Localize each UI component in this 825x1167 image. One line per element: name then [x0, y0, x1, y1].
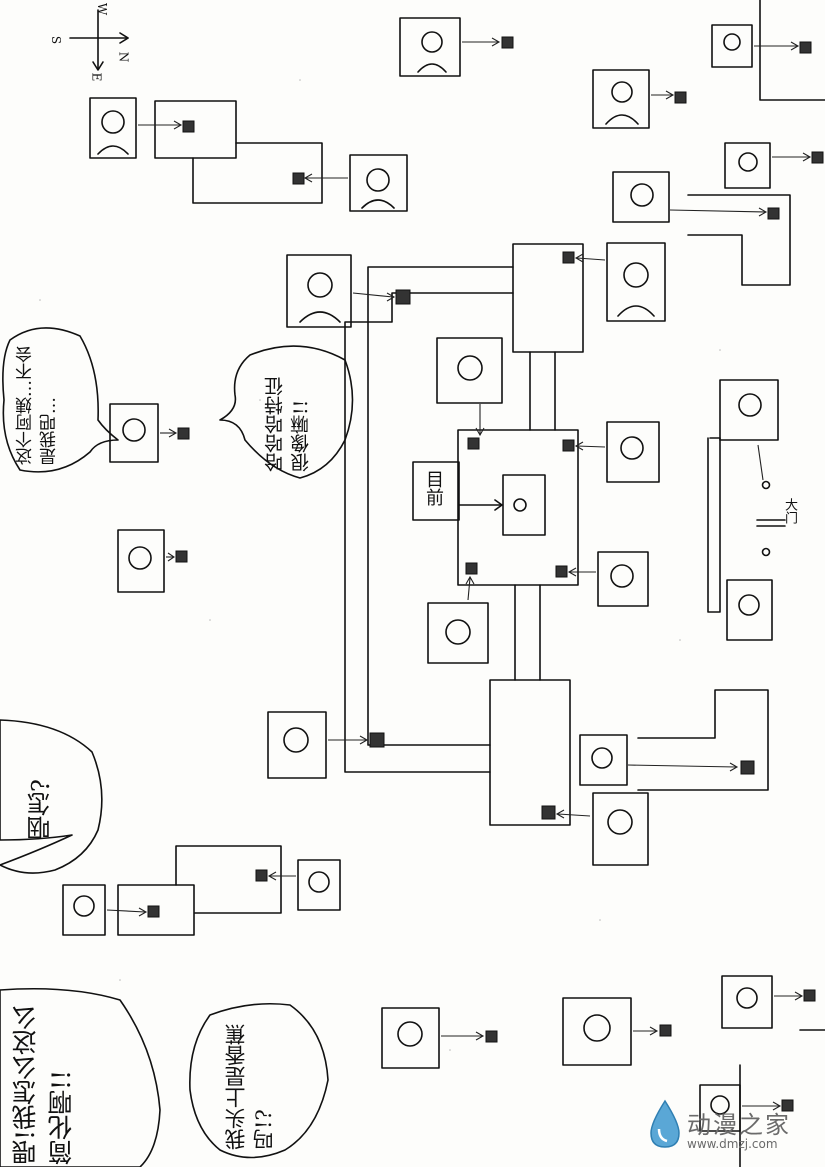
seat: [369, 732, 385, 748]
portrait: [62, 884, 106, 936]
site-watermark: 动漫之家 www.dmzj.com: [643, 1099, 813, 1159]
bubble-text: 哈哈哈特征很像嘛!!: [264, 377, 312, 472]
seat: [501, 36, 514, 49]
seat: [485, 1030, 498, 1043]
seat: [395, 289, 411, 305]
portrait: [117, 529, 165, 593]
compass-n-label: N: [116, 51, 131, 63]
compass-w-label: W: [95, 2, 110, 16]
portrait: [719, 379, 779, 441]
portrait: [381, 1007, 440, 1069]
seat: [562, 439, 575, 452]
right-rooms: [637, 0, 825, 1167]
portrait: [89, 97, 137, 159]
portrait: [606, 421, 660, 483]
seats: [147, 36, 824, 1112]
portrait: [286, 254, 352, 328]
arrows: [106, 37, 812, 1111]
seat: [147, 905, 160, 918]
seat: [541, 805, 556, 820]
seat: [659, 1024, 672, 1037]
main-hall: [344, 243, 584, 826]
seat: [555, 565, 568, 578]
seat: [562, 251, 575, 264]
portrait: [436, 337, 503, 404]
top-left-room: [154, 100, 323, 204]
portrait: [597, 551, 649, 607]
seat: [465, 562, 478, 575]
watermark-url: www.dmzj.com: [687, 1137, 778, 1151]
portrait: [606, 242, 666, 322]
screen-label: 目前: [423, 470, 444, 506]
bubble-text: 咽怎?: [27, 779, 55, 840]
speech-bubble: [0, 987, 161, 1167]
compass-e-label: E: [89, 72, 104, 82]
seat: [799, 41, 812, 54]
portrait: [612, 171, 670, 223]
door-marker: [756, 480, 786, 557]
portrait: [562, 997, 632, 1066]
portrait: [724, 142, 771, 189]
bubble-text: 我头上是香蕉吗!?: [224, 1024, 276, 1150]
droplet-logo-icon: [650, 1099, 680, 1148]
portrait: [427, 602, 489, 664]
portrait: [109, 403, 159, 463]
seat: [740, 760, 755, 775]
speech-bubble: [2, 327, 119, 473]
portrait: [592, 69, 650, 129]
paper-texture: [39, 79, 721, 1051]
portraits: [62, 17, 779, 1132]
seat: [781, 1099, 794, 1112]
seat: [175, 550, 188, 563]
seat: [182, 120, 195, 133]
speech-bubble: [0, 719, 103, 874]
seat: [467, 437, 480, 450]
portrait: [267, 711, 327, 779]
portrait: [399, 17, 461, 77]
portrait: [711, 24, 753, 68]
portrait: [592, 792, 649, 866]
portrait: [721, 975, 773, 1029]
bubble-text: 这个阿姨…不会是我吧…: [16, 346, 60, 465]
seat: [767, 207, 780, 220]
seat: [292, 172, 305, 185]
compass-icon: [69, 9, 129, 71]
portrait: [349, 154, 408, 212]
bubble-text: 喂!我怎么这么简化啊!!: [11, 1004, 76, 1165]
seat: [811, 151, 824, 164]
seat: [255, 869, 268, 882]
seat: [674, 91, 687, 104]
seat: [177, 427, 190, 440]
bottom-left-rooms: [117, 845, 282, 936]
compass-s-label: S: [49, 35, 64, 45]
portrait: [297, 859, 341, 911]
watermark-title: 动漫之家: [687, 1111, 791, 1139]
portrait: [699, 1084, 741, 1132]
portrait: [726, 579, 773, 641]
seat: [803, 989, 816, 1002]
speech-bubbles: [0, 327, 354, 1167]
portrait: [579, 734, 628, 786]
speech-bubble: [189, 1003, 329, 1159]
speech-bubble: [219, 345, 354, 479]
door-label: 大门: [782, 498, 797, 524]
